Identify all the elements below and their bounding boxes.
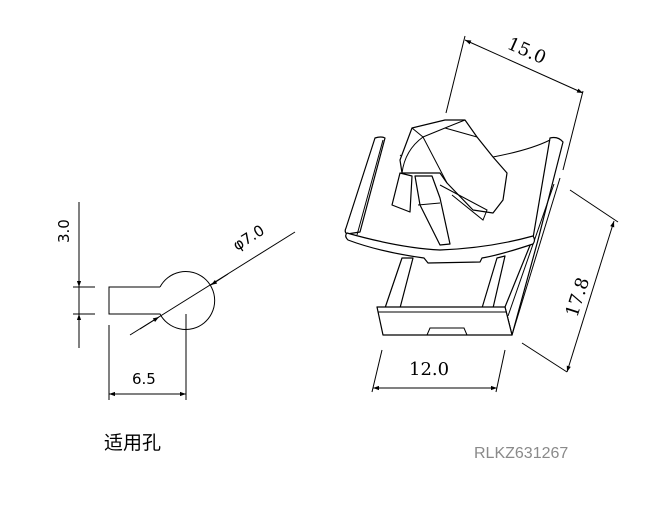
hole-view: 3.0 6.5 φ7.0	[55, 202, 296, 400]
dim-length: 6.5	[132, 370, 156, 388]
dim-arrow	[566, 220, 615, 373]
dim-diameter: φ7.0	[230, 221, 268, 254]
dim-width: 12.0	[409, 359, 449, 380]
clip-part-view: 15.0 17.8 12.0	[344, 33, 619, 393]
dim-arrow	[210, 273, 229, 286]
dim-depth: 15.0	[504, 33, 549, 68]
dim-arrow	[139, 316, 160, 330]
hole-caption: 适用孔	[104, 432, 162, 454]
dim-arrow	[464, 39, 584, 94]
part-code: RLKZ631267	[474, 445, 569, 462]
dim-height: 17.8	[562, 275, 594, 320]
hole-outline	[108, 271, 216, 330]
dim-slot-width: 3.0	[55, 219, 73, 243]
